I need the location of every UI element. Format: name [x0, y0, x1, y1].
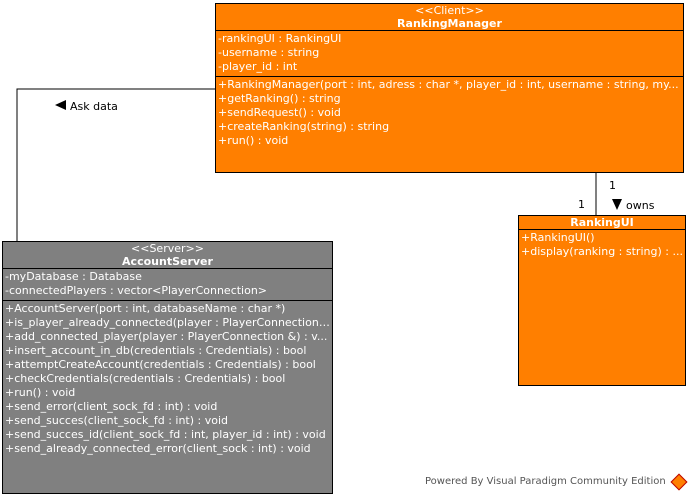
- class-name: RankingUI: [570, 216, 634, 229]
- powered-by-text: Powered By Visual Paradigm Community Edi…: [425, 476, 666, 487]
- operation: +RankingManager(port : int, adress : cha…: [218, 78, 679, 91]
- operation: +display(ranking : string) : ...: [521, 245, 683, 258]
- ask-data-association-line: [16, 88, 216, 242]
- operation: +run() : void: [5, 386, 76, 399]
- attributes-section: -myDatabase : Database -connectedPlayers…: [3, 269, 332, 301]
- attribute: -rankingUI : RankingUI: [218, 32, 342, 45]
- ranking-ui-class[interactable]: RankingUI +RankingUI() +display(ranking …: [518, 215, 686, 386]
- account-server-class[interactable]: <<Server>> AccountServer -myDatabase : D…: [2, 241, 333, 494]
- operations-section: +AccountServer(port : int, databaseName …: [3, 301, 332, 458]
- attribute: -myDatabase : Database: [5, 270, 142, 283]
- class-header: RankingUI: [519, 216, 685, 230]
- operation: +send_already_connected_error(client_soc…: [5, 442, 311, 455]
- operation: +send_succes(client_sock_fd : int) : voi…: [5, 414, 229, 427]
- ranking-manager-class[interactable]: <<Client>> RankingManager -rankingUI : R…: [215, 3, 684, 173]
- attribute: -username : string: [218, 46, 320, 59]
- triangle-left-icon: [55, 100, 66, 110]
- class-stereotype: <<Client>>: [415, 4, 484, 17]
- class-header: <<Server>> AccountServer: [3, 242, 332, 269]
- class-stereotype: <<Server>>: [131, 242, 204, 255]
- triangle-down-icon: [612, 199, 622, 210]
- operation: +send_error(client_sock_fd : int) : void: [5, 400, 218, 413]
- attributes-section: -rankingUI : RankingUI -username : strin…: [216, 31, 683, 77]
- operations-section: +RankingUI() +display(ranking : string) …: [519, 230, 685, 261]
- operation: +insert_account_in_db(credentials : Cred…: [5, 344, 307, 357]
- attribute: -connectedPlayers : vector<PlayerConnect…: [5, 284, 268, 297]
- operation: +is_player_already_connected(player : Pl…: [5, 316, 332, 329]
- attribute: -player_id : int: [218, 60, 298, 73]
- operation: +add_connected_player(player : PlayerCon…: [5, 330, 328, 343]
- ask-data-label: Ask data: [70, 100, 118, 113]
- class-name: RankingManager: [397, 17, 502, 30]
- operation: +RankingUI(): [521, 231, 595, 244]
- operation: +createRanking(string) : string: [218, 120, 390, 133]
- operation: +run() : void: [218, 134, 289, 147]
- operations-section: +RankingManager(port : int, adress : cha…: [216, 77, 683, 150]
- owns-label: owns: [626, 199, 655, 212]
- operation: +getRanking() : string: [218, 92, 341, 105]
- operation: +checkCredentials(credentials : Credenti…: [5, 372, 286, 385]
- class-header: <<Client>> RankingManager: [216, 4, 683, 31]
- operation: +attemptCreateAccount(credentials : Cred…: [5, 358, 316, 371]
- multiplicity-source: 1: [609, 179, 616, 192]
- operation: +sendRequest() : void: [218, 106, 341, 119]
- operation: +AccountServer(port : int, databaseName …: [5, 302, 286, 315]
- operation: +send_succes_id(client_sock_fd : int, pl…: [5, 428, 326, 441]
- class-name: AccountServer: [122, 255, 213, 268]
- multiplicity-target: 1: [578, 198, 585, 211]
